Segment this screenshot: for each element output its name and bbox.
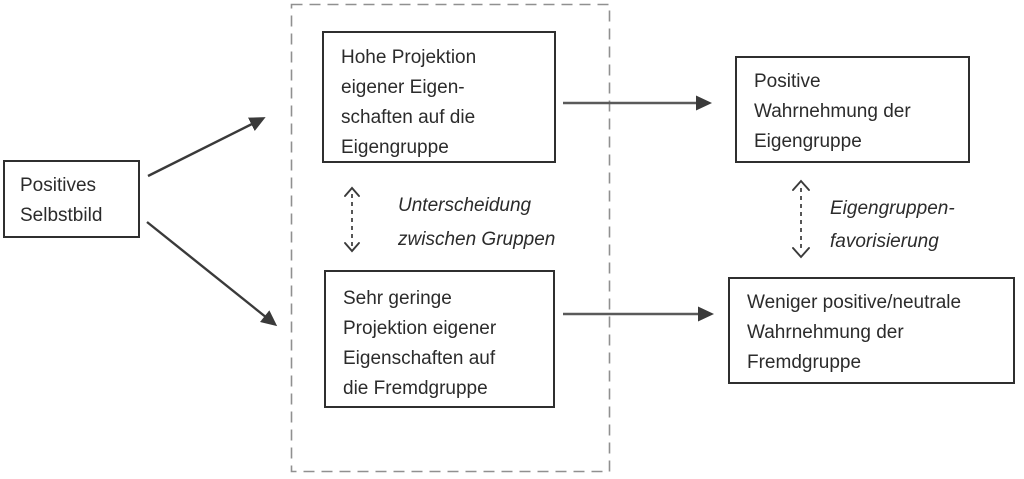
node-text-line: schaften auf die xyxy=(341,107,476,128)
node-hohe-projektion: Hohe Projektion eigener Eigen- schaften … xyxy=(322,31,556,163)
node-text-line: Wahrnehmung der xyxy=(754,101,911,122)
label-text-line: Unterscheidung xyxy=(398,195,532,216)
node-text-line: Hohe Projektion xyxy=(341,47,477,68)
dashed-group-container xyxy=(290,3,611,473)
node-text-line: Positive xyxy=(754,71,821,92)
dashed-double-arrow-unterscheidung xyxy=(344,186,360,253)
node-weniger-positive-wahrnehmung: Weniger positive/neutrale Wahrnehmung de… xyxy=(728,277,1015,384)
node-positive-wahrnehmung: Positive Wahrnehmung der Eigengruppe xyxy=(735,56,970,163)
chevron-down-icon xyxy=(792,247,810,259)
label-text-line: favorisierung xyxy=(830,231,939,252)
chevron-up-icon xyxy=(344,186,360,197)
node-sehr-geringe-projektion: Sehr geringe Projektion eigener Eigensch… xyxy=(324,270,555,408)
arrow-selbstbild-to-geringe-projektion xyxy=(146,221,278,327)
node-text-line: Sehr geringe xyxy=(343,288,452,309)
dashed-double-arrow-favorisierung xyxy=(792,179,810,259)
node-text-line: Wahrnehmung der xyxy=(747,322,904,343)
label-eigengruppenfavorisierung: Eigengruppen- favorisierung xyxy=(830,192,955,258)
chevron-up-icon xyxy=(792,179,810,191)
label-text-line: Eigengruppen- xyxy=(830,198,955,219)
node-text-line: Projektion eigener xyxy=(343,318,497,339)
arrow-selbstbild-to-hohe-projektion xyxy=(147,117,266,178)
node-text-line: Eigengruppe xyxy=(341,137,449,158)
node-text-line: Eigenschaften auf xyxy=(343,348,496,369)
node-text-line: eigener Eigen- xyxy=(341,77,465,98)
node-positives-selbstbild: Positives Selbstbild xyxy=(3,160,140,238)
label-text-line: zwischen Gruppen xyxy=(398,229,556,250)
chevron-down-icon xyxy=(344,242,360,253)
node-text-line: Fremdgruppe xyxy=(747,352,862,373)
node-text-line: Positives xyxy=(20,175,97,196)
node-text-line: Eigengruppe xyxy=(754,131,862,152)
node-text-line: Weniger positive/neutrale xyxy=(747,292,962,313)
node-text-line: Selbstbild xyxy=(20,205,103,226)
label-unterscheidung-zwischen-gruppen: Unterscheidung zwischen Gruppen xyxy=(398,189,555,257)
node-text-line: die Fremdgruppe xyxy=(343,378,488,399)
